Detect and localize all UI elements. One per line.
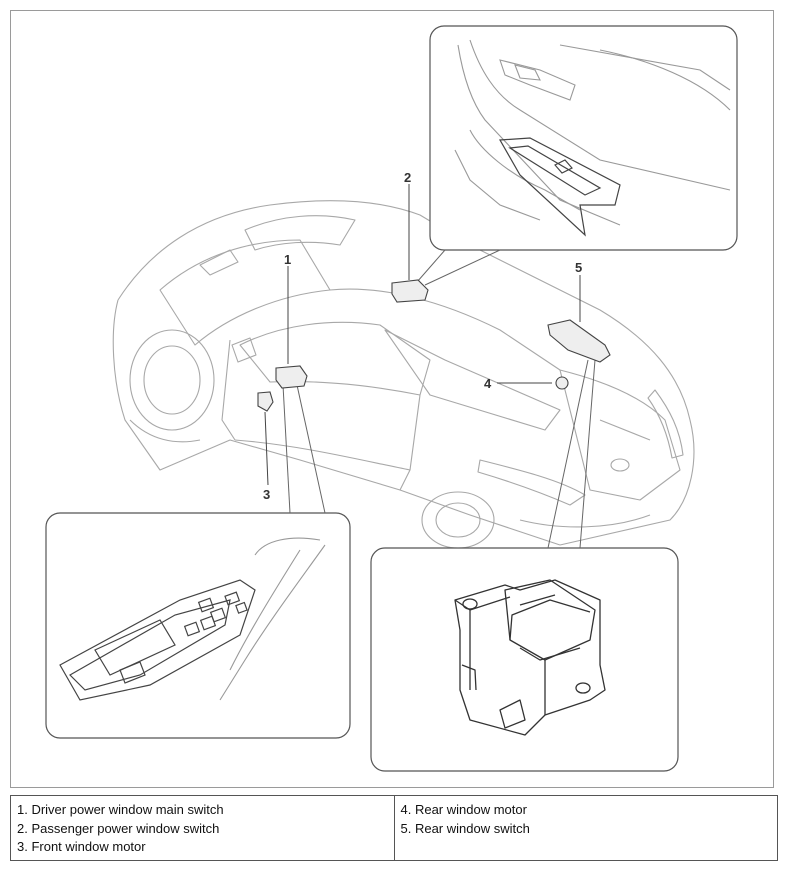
inset-rear-switch [370,547,679,772]
part-rear-window-motor [555,376,569,390]
callout-3: 3 [263,487,270,502]
car-outline [112,200,695,549]
part-passenger-switch [391,279,429,303]
part-front-window-motor [257,391,274,412]
legend-column-left: 1. Driver power window main switch 2. Pa… [11,796,394,860]
callout-5: 5 [575,260,582,275]
legend-item: 5. Rear window switch [400,820,530,836]
inset-driver-switch [45,512,351,739]
legend-column-right: 4. Rear window motor 5. Rear window swit… [393,796,778,860]
power-window-component-diagram: 1 2 3 4 5 [45,25,738,772]
part-driver-switch [275,365,308,389]
connector-lines [282,249,596,549]
legend-item: 4. Rear window motor [400,802,527,817]
legend-item: 3. Front window motor [17,839,146,854]
callout-2: 2 [404,170,411,185]
figure-frame [10,10,774,788]
callout-leaders [264,184,581,486]
legend-item: 1. Driver power window main switch [17,802,224,817]
callout-1: 1 [284,252,291,267]
callout-4: 4 [484,376,492,391]
inset-passenger-door [429,25,738,251]
part-rear-window-switch [547,319,611,363]
legend-table: 1. Driver power window main switch 2. Pa… [10,795,778,861]
legend-item: 2. Passenger power window switch [17,820,220,836]
